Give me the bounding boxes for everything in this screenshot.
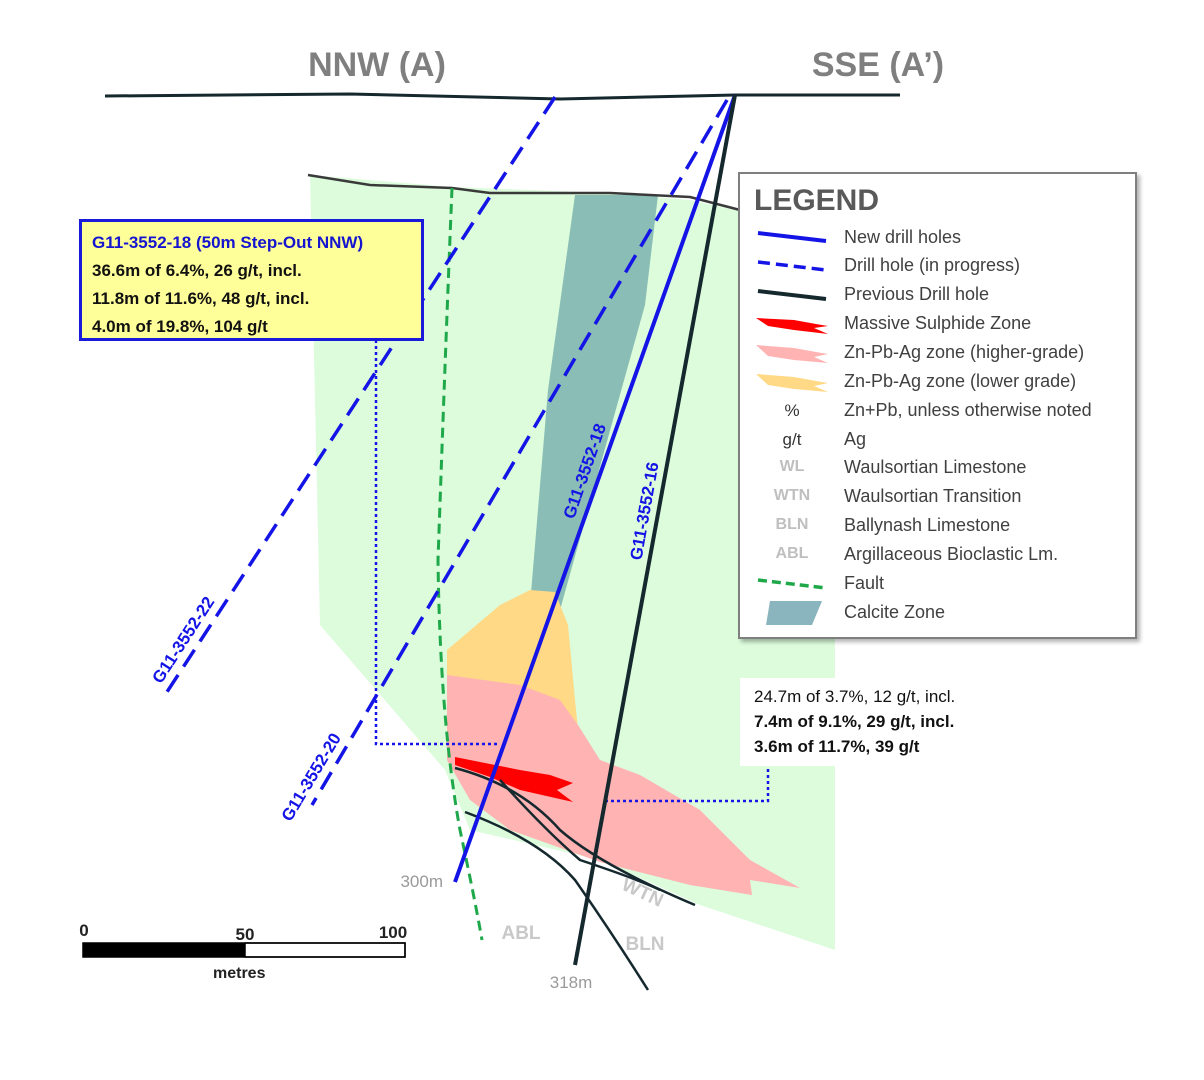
legend-lower-grade-symbol <box>756 374 828 392</box>
legend-previous-label: Previous Drill hole <box>844 284 990 304</box>
legend-calcite-label: Calcite Zone <box>844 602 946 622</box>
drill-hole-18 <box>453 94 737 883</box>
legend-abl-label: Argillaceous Bioclastic Lm. <box>844 544 1059 564</box>
legend-wtn-symbol: WTN <box>773 487 811 504</box>
bedrock-top-line <box>307 173 741 212</box>
legend-row-gt: g/t Ag <box>740 426 1135 454</box>
ground-surface-line <box>104 92 900 101</box>
unit-label-abl: ABL <box>501 923 540 944</box>
legend-row-previous: Previous Drill hole <box>740 281 1135 309</box>
legend-higher-grade-label: Zn-Pb-Ag zone (higher-grade) <box>844 342 1085 362</box>
legend-wtn-label: Waulsortian Transition <box>844 486 1022 506</box>
unit-label-bln: BLN <box>625 934 664 955</box>
scale-tick-50: 50 <box>236 925 255 944</box>
scale-bar-black <box>83 943 245 957</box>
callout-18-line-1: 36.6m of 6.4%, 26 g/t, incl. <box>92 261 302 280</box>
legend-new-drill-label: New drill holes <box>844 227 962 247</box>
callout-18-title: G11-3552-18 (50m Step-Out NNW) <box>92 233 364 252</box>
legend-row-lower-grade: Zn-Pb-Ag zone (lower grade) <box>740 368 1135 396</box>
legend-massive-symbol <box>756 318 828 334</box>
legend-bln-symbol: BLN <box>775 516 809 533</box>
legend-higher-grade-symbol <box>756 345 828 363</box>
legend-in-progress-symbol <box>757 260 827 272</box>
legend-wl-label: Waulsortian Limestone <box>844 457 1027 477</box>
callout-18-line-3: 4.0m of 19.8%, 104 g/t <box>92 317 268 336</box>
drill-hole-22-label: G11-3552-22 <box>148 593 218 687</box>
direction-right: SSE (A’) <box>812 46 944 84</box>
drill-hole-20 <box>310 99 729 806</box>
callout-16-line-3: 3.6m of 11.7%, 39 g/t <box>754 737 920 756</box>
intercept-connector-18 <box>374 340 500 746</box>
legend-lower-grade-label: Zn-Pb-Ag zone (lower grade) <box>844 371 1077 391</box>
legend-row-new-drill-holes: New drill holes <box>740 224 1135 252</box>
legend-row-fault: Fault <box>740 570 1135 598</box>
depth-label-300m: 300m <box>400 872 443 891</box>
legend-row-abl: ABL Argillaceous Bioclastic Lm. <box>740 541 1135 569</box>
scale-bar-outline <box>82 942 406 958</box>
legend-row-calcite: Calcite Zone <box>740 599 1135 627</box>
legend-calcite-symbol <box>766 601 822 625</box>
legend-row-wtn: WTN Waulsortian Transition <box>740 483 1135 511</box>
callout-16-line-2: 7.4m of 9.1%, 29 g/t, incl. <box>754 712 955 731</box>
callout-drill-hole-16: 24.7m of 3.7%, 12 g/t, incl. 7.4m of 9.1… <box>740 678 970 766</box>
contact-line-3 <box>499 779 661 892</box>
legend-gt-label: Ag <box>844 429 867 449</box>
depth-label-318m: 318m <box>550 973 593 992</box>
legend-row-in-progress: Drill hole (in progress) <box>740 252 1135 280</box>
legend-gt-symbol: g/t <box>782 430 802 449</box>
legend-row-wl: WL Waulsortian Limestone <box>740 454 1135 482</box>
fault-line <box>436 187 484 941</box>
intercept-connector-16 <box>605 768 770 803</box>
legend-fault-symbol <box>757 578 827 590</box>
legend-row-higher-grade: Zn-Pb-Ag zone (higher-grade) <box>740 339 1135 367</box>
legend-percent-symbol: % <box>784 401 800 420</box>
drill-hole-16 <box>573 94 737 966</box>
legend-bln-label: Ballynash Limestone <box>844 515 1011 535</box>
scale-tick-0: 0 <box>79 921 88 940</box>
legend-panel: LEGEND New drill holes Drill hole (in pr… <box>738 172 1137 639</box>
calcite-zone <box>530 195 658 610</box>
legend-row-bln: BLN Ballynash Limestone <box>740 512 1135 540</box>
legend-percent-label: Zn+Pb, unless otherwise noted <box>844 400 1092 420</box>
callout-drill-hole-18: G11-3552-18 (50m Step-Out NNW) 36.6m of … <box>79 219 424 341</box>
scale-unit-label: metres <box>213 965 266 982</box>
callout-18-line-2: 11.8m of 11.6%, 48 g/t, incl. <box>92 289 310 308</box>
scale-tick-100: 100 <box>379 923 407 942</box>
legend-in-progress-label: Drill hole (in progress) <box>844 255 1021 275</box>
scale-bar-white <box>244 942 406 958</box>
legend-wl-symbol: WL <box>779 458 805 475</box>
legend-massive-label: Massive Sulphide Zone <box>844 313 1032 333</box>
legend-new-drill-symbol <box>757 231 827 243</box>
drill-hole-20-label: G11-3552-20 <box>278 730 345 825</box>
legend-abl-symbol: ABL <box>775 545 809 562</box>
legend-row-massive: Massive Sulphide Zone <box>740 310 1135 338</box>
legend-title: LEGEND <box>754 184 880 217</box>
direction-left: NNW (A) <box>308 46 446 84</box>
legend-fault-label: Fault <box>844 573 885 593</box>
legend-row-percent: % Zn+Pb, unless otherwise noted <box>740 397 1135 425</box>
callout-16-line-1: 24.7m of 3.7%, 12 g/t, incl. <box>754 687 956 706</box>
higher-grade-zone <box>447 675 800 895</box>
contact-line-2 <box>464 810 650 991</box>
legend-previous-symbol <box>757 289 827 301</box>
massive-sulphide-zone <box>455 757 573 802</box>
